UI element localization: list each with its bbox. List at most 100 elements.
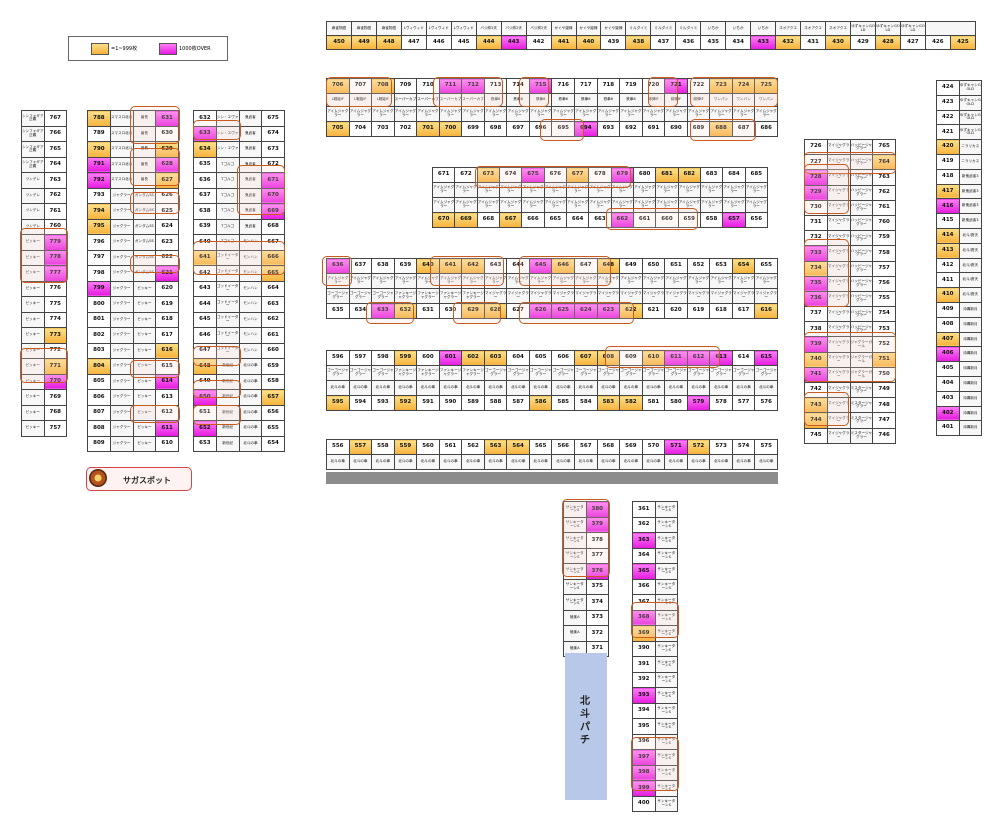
- machine-number[interactable]: 432: [775, 35, 802, 50]
- machine-number[interactable]: 666: [521, 212, 545, 228]
- machine-number[interactable]: 618: [709, 303, 733, 319]
- machine-number[interactable]: 623: [155, 234, 179, 251]
- machine-number[interactable]: 390: [632, 640, 656, 657]
- machine-number[interactable]: 654: [731, 258, 756, 274]
- machine-number[interactable]: 715: [528, 78, 553, 94]
- machine-number[interactable]: 746: [872, 427, 896, 444]
- machine-number[interactable]: 760: [43, 218, 67, 235]
- machine-number[interactable]: 662: [261, 311, 285, 328]
- machine-number[interactable]: 615: [754, 350, 778, 366]
- machine-number[interactable]: 702: [393, 121, 418, 137]
- machine-number[interactable]: 603: [483, 350, 508, 366]
- machine-number[interactable]: 663: [261, 296, 285, 313]
- machine-number[interactable]: 789: [87, 125, 111, 142]
- sagas-spot[interactable]: サガスポット: [86, 467, 192, 491]
- machine-number[interactable]: 413: [936, 242, 960, 259]
- machine-number[interactable]: 634: [193, 141, 217, 158]
- machine-number[interactable]: 777: [43, 265, 67, 282]
- machine-number[interactable]: 688: [709, 121, 733, 137]
- machine-number[interactable]: 430: [825, 35, 852, 50]
- machine-number[interactable]: 672: [261, 156, 285, 173]
- machine-number[interactable]: 659: [261, 358, 285, 375]
- machine-number[interactable]: 764: [872, 154, 896, 171]
- machine-number[interactable]: 613: [709, 350, 733, 366]
- machine-number[interactable]: 801: [87, 311, 111, 328]
- machine-number[interactable]: 628: [155, 156, 179, 173]
- machine-number[interactable]: 704: [348, 121, 373, 137]
- machine-number[interactable]: 595: [326, 395, 350, 411]
- machine-number[interactable]: 436: [675, 35, 702, 50]
- machine-number[interactable]: 712: [461, 78, 485, 94]
- machine-number[interactable]: 637: [348, 258, 373, 274]
- machine-number[interactable]: 576: [754, 395, 778, 411]
- machine-number[interactable]: 752: [872, 336, 896, 353]
- machine-number[interactable]: 645: [528, 258, 553, 274]
- machine-number[interactable]: 686: [754, 121, 778, 137]
- machine-number[interactable]: 447: [400, 35, 427, 50]
- machine-number[interactable]: 568: [596, 439, 621, 455]
- machine-number[interactable]: 371: [585, 640, 609, 657]
- machine-number[interactable]: 655: [261, 420, 285, 437]
- machine-number[interactable]: 673: [476, 167, 500, 183]
- machine-number[interactable]: 363: [632, 532, 656, 549]
- machine-number[interactable]: 376: [585, 563, 609, 580]
- machine-number[interactable]: 379: [585, 516, 609, 533]
- machine-number[interactable]: 705: [326, 121, 350, 137]
- machine-number[interactable]: 625: [155, 203, 179, 220]
- machine-number[interactable]: 398: [632, 764, 656, 781]
- machine-number[interactable]: 773: [43, 327, 67, 344]
- machine-number[interactable]: 592: [393, 395, 418, 411]
- machine-number[interactable]: 658: [699, 212, 724, 228]
- machine-number[interactable]: 397: [632, 749, 656, 766]
- machine-number[interactable]: 372: [585, 625, 609, 642]
- machine-number[interactable]: 728: [804, 169, 828, 186]
- machine-number[interactable]: 415: [936, 213, 960, 229]
- machine-number[interactable]: 769: [43, 389, 67, 406]
- machine-number[interactable]: 565: [528, 439, 553, 455]
- machine-number[interactable]: 617: [155, 327, 179, 344]
- machine-number[interactable]: 630: [155, 125, 179, 142]
- machine-number[interactable]: 364: [632, 547, 656, 564]
- machine-number[interactable]: 637: [193, 187, 217, 204]
- machine-number[interactable]: 445: [450, 35, 477, 50]
- machine-number[interactable]: 601: [438, 350, 463, 366]
- machine-number[interactable]: 765: [872, 138, 896, 156]
- machine-number[interactable]: 639: [393, 258, 418, 274]
- machine-number[interactable]: 763: [43, 172, 67, 189]
- machine-number[interactable]: 619: [155, 296, 179, 313]
- machine-number[interactable]: 367: [632, 594, 656, 611]
- machine-number[interactable]: 607: [574, 350, 598, 366]
- machine-number[interactable]: 675: [261, 110, 285, 127]
- machine-number[interactable]: 654: [261, 435, 285, 452]
- machine-number[interactable]: 663: [588, 212, 612, 228]
- machine-number[interactable]: 691: [641, 121, 666, 137]
- machine-number[interactable]: 570: [641, 439, 666, 455]
- machine-number[interactable]: 610: [155, 435, 179, 452]
- machine-number[interactable]: 735: [804, 275, 828, 292]
- machine-number[interactable]: 745: [804, 427, 828, 444]
- machine-number[interactable]: 662: [610, 212, 634, 228]
- machine-number[interactable]: 675: [521, 167, 545, 183]
- machine-number[interactable]: 435: [700, 35, 727, 50]
- machine-number[interactable]: 770: [43, 373, 67, 390]
- machine-number[interactable]: 642: [193, 265, 217, 282]
- machine-number[interactable]: 652: [193, 420, 217, 437]
- machine-number[interactable]: 718: [596, 78, 621, 94]
- machine-number[interactable]: 401: [936, 420, 960, 437]
- machine-number[interactable]: 564: [506, 439, 530, 455]
- machine-number[interactable]: 628: [483, 303, 508, 319]
- machine-number[interactable]: 579: [686, 395, 711, 411]
- machine-number[interactable]: 593: [371, 395, 395, 411]
- machine-number[interactable]: 581: [641, 395, 666, 411]
- machine-number[interactable]: 635: [326, 303, 350, 319]
- machine-number[interactable]: 405: [936, 361, 960, 377]
- machine-number[interactable]: 775: [43, 296, 67, 313]
- machine-number[interactable]: 766: [43, 125, 67, 142]
- machine-number[interactable]: 618: [155, 311, 179, 328]
- machine-number[interactable]: 778: [43, 249, 67, 266]
- machine-number[interactable]: 636: [193, 172, 217, 189]
- machine-number[interactable]: 757: [872, 260, 896, 277]
- machine-number[interactable]: 737: [804, 306, 828, 323]
- machine-number[interactable]: 630: [438, 303, 463, 319]
- machine-number[interactable]: 631: [155, 110, 179, 127]
